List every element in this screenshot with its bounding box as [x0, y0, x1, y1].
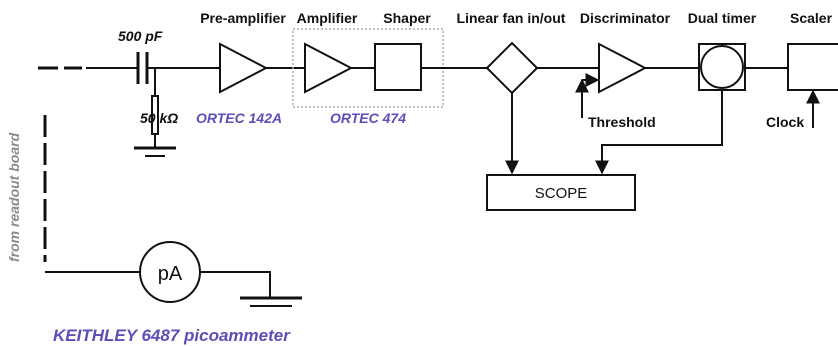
capacitor-label: 500 pF	[118, 28, 163, 44]
dual-timer-circle	[700, 45, 744, 89]
shaper-box	[374, 43, 422, 91]
amp-model-label: ORTEC 474	[330, 110, 406, 126]
ground-icon	[240, 296, 302, 307]
ground-icon	[134, 146, 176, 157]
capacitor-symbol	[136, 52, 149, 84]
timer-to-scope-arrow	[595, 90, 723, 175]
picoammeter-label: KEITHLEY 6487 picoammeter	[53, 326, 291, 345]
meter-to-ground-wire	[200, 271, 271, 298]
linear-fan-label: Linear fan in/out	[457, 10, 566, 26]
discriminator-label: Discriminator	[580, 10, 671, 26]
preamp-label: Pre-amplifier	[200, 10, 286, 26]
dual-timer-label: Dual timer	[688, 10, 757, 26]
from-board-label: from readout board	[6, 132, 22, 262]
scaler-label: Scaler	[790, 10, 833, 26]
resistor-label: 50 kΩ	[140, 110, 178, 126]
shaper-label: Shaper	[383, 10, 431, 26]
amplifier-label: Amplifier	[297, 10, 358, 26]
picoammeter-symbol-label: pA	[158, 263, 183, 285]
threshold-label: Threshold	[588, 114, 656, 130]
linear-fan-diamond	[485, 41, 539, 95]
scope-label: SCOPE	[535, 185, 588, 202]
discriminator-triangle	[598, 42, 648, 94]
preamp-triangle	[219, 42, 269, 94]
amplifier-triangle	[304, 42, 354, 94]
scaler-box	[787, 43, 838, 91]
scope-box	[486, 174, 636, 211]
preamp-model-label: ORTEC 142A	[196, 110, 282, 126]
clock-label: Clock	[766, 114, 804, 130]
